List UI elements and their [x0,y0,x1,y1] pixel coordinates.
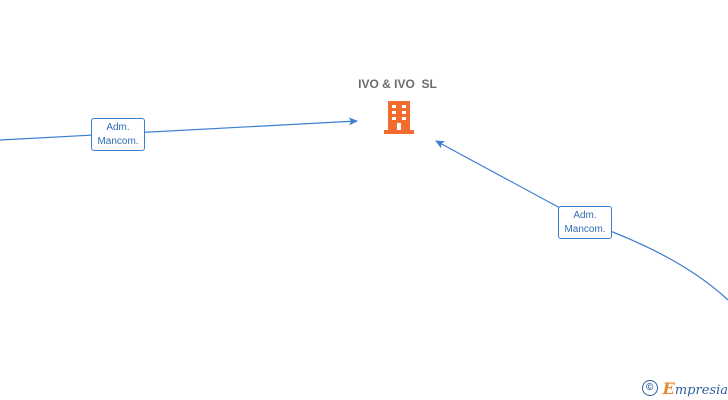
edge-label-right[interactable]: Adm. Mancom. [558,206,612,239]
edge-label-role-detail: Mancom. [97,136,139,147]
company-name[interactable]: IVO & IVO SL [358,77,437,91]
edge-left[interactable] [0,117,358,141]
edge-label-role: Adm. [573,210,597,221]
edge-label-role: Adm. [106,122,130,133]
building-icon[interactable] [382,99,416,135]
brand-logo: Empresia [663,379,728,398]
copyright-icon: © [641,380,658,396]
empresia-watermark: © Empresia [641,378,728,398]
edge-label-role-detail: Mancom. [564,224,606,235]
brand-rest: mpresia [674,382,728,398]
brand-initial: E [662,378,675,398]
edge-label-left[interactable]: Adm. Mancom. [91,118,145,151]
